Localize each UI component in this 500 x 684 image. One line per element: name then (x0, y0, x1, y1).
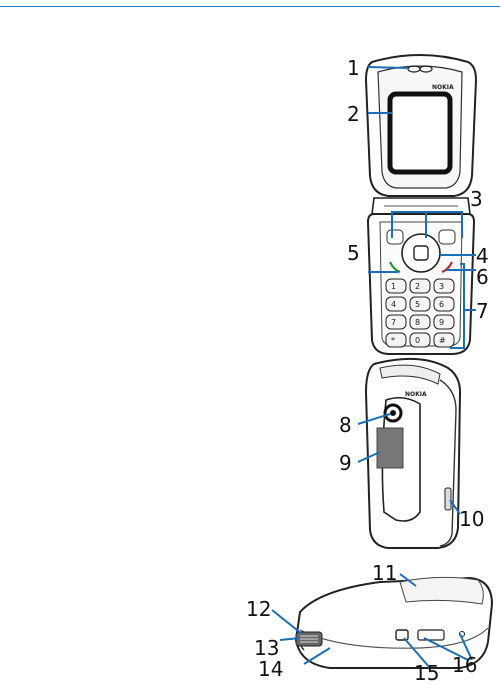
callout-9: 9 (339, 451, 352, 475)
callout-line-12 (272, 610, 302, 634)
keypad-key-label: # (439, 336, 446, 345)
callout-11: 11 (372, 561, 397, 585)
right-softkey[interactable] (439, 230, 455, 244)
callout-10: 10 (459, 507, 484, 531)
callout-3: 3 (470, 187, 483, 211)
back-brand-text: NOKIA (405, 391, 427, 398)
callout-line-1 (368, 67, 408, 68)
keypad-key-label: 2 (415, 282, 420, 291)
keypad-key-label: 0 (415, 336, 420, 345)
keypad-key-label: 4 (391, 300, 396, 309)
bottom-top-cap (400, 577, 483, 604)
left-softkey[interactable] (387, 230, 403, 244)
callout-1: 1 (347, 56, 360, 80)
callout-6: 6 (476, 265, 489, 289)
main-display (390, 94, 450, 172)
keypad-key-label: 6 (439, 300, 444, 309)
center-select-key[interactable] (414, 246, 428, 260)
keypad-key-label: 1 (391, 282, 396, 291)
callout-5: 5 (347, 241, 360, 265)
keypad-key-label: 8 (415, 318, 420, 327)
charger-port-icon (396, 630, 408, 640)
keypad-key-label: 7 (391, 318, 396, 327)
keypad-key-label: 5 (415, 300, 420, 309)
back-phone: NOKIA (366, 359, 460, 548)
keypad-key-label: * (391, 336, 395, 345)
callout-8: 8 (339, 413, 352, 437)
side-key[interactable] (445, 488, 451, 510)
callout-15: 15 (414, 661, 439, 684)
headset-port-icon (418, 630, 444, 640)
callout-2: 2 (347, 102, 360, 126)
keypad-key-star[interactable] (386, 333, 406, 347)
keypad-key-label: 3 (439, 282, 444, 291)
front-phone: NOKIA 1 2 3 4 5 6 7 8 9 * 0 # (366, 55, 476, 354)
front-brand-text: NOKIA (432, 84, 454, 91)
callout-12: 12 (246, 597, 271, 621)
cover-display (377, 428, 403, 468)
callout-7: 7 (476, 299, 489, 323)
keypad-key-label: 9 (439, 318, 444, 327)
callout-16: 16 (452, 653, 477, 677)
camera-lens-center (390, 410, 396, 416)
callout-14: 14 (258, 657, 283, 681)
